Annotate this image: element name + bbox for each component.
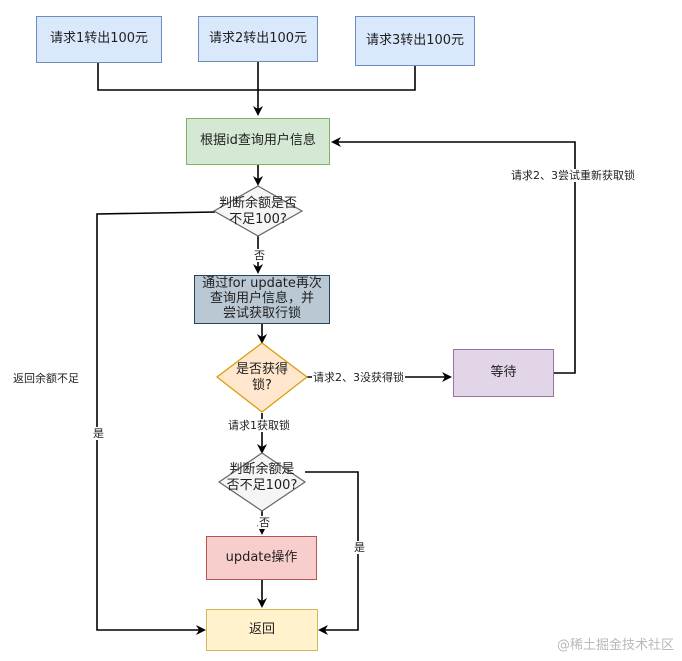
edge-label-insufficient: 返回余额不足 bbox=[12, 372, 80, 386]
check-balance-2-label: 判断余额是 否不足100? bbox=[226, 461, 298, 493]
got-lock-diamond bbox=[216, 342, 308, 413]
edge-label-yes-2: 是 bbox=[353, 541, 366, 555]
wait-label: 等待 bbox=[490, 364, 517, 380]
request-1-label: 请求1转出100元 bbox=[49, 31, 149, 47]
check-balance-2-diamond bbox=[217, 452, 307, 512]
edge-label-req1-lock: 请求1获取锁 bbox=[227, 419, 291, 433]
got-lock-label: 是否获得 锁? bbox=[235, 361, 288, 393]
for-update-box: 通过for update再次 查询用户信息，并 尝试获取行锁 bbox=[194, 275, 330, 324]
return-box: 返回 bbox=[206, 609, 318, 651]
update-op-label: update操作 bbox=[225, 549, 298, 565]
edge-label-no-2: 否 bbox=[258, 516, 271, 530]
edge-label-req23-no-lock: 请求2、3没获得锁 bbox=[312, 371, 405, 385]
wait-box: 等待 bbox=[453, 349, 554, 397]
update-op-box: update操作 bbox=[206, 536, 317, 580]
request-2-label: 请求2转出100元 bbox=[208, 30, 308, 46]
query-user-box: 根据id查询用户信息 bbox=[186, 118, 330, 165]
watermark: @稀土掘金技术社区 bbox=[556, 638, 674, 653]
request-2-box: 请求2转出100元 bbox=[198, 16, 318, 62]
request-3-box: 请求3转出100元 bbox=[355, 16, 475, 66]
return-label: 返回 bbox=[248, 621, 275, 637]
check-balance-1-diamond bbox=[212, 185, 304, 237]
edge-label-no-1: 否 bbox=[253, 249, 266, 263]
check-balance-1-label: 判断余额是否 不足100? bbox=[218, 195, 297, 227]
request-3-label: 请求3转出100元 bbox=[365, 32, 465, 48]
edge-label-retry: 请求2、3尝试重新获取锁 bbox=[510, 169, 636, 183]
query-user-label: 根据id查询用户信息 bbox=[200, 133, 316, 149]
request-1-box: 请求1转出100元 bbox=[36, 16, 162, 63]
for-update-label: 通过for update再次 查询用户信息，并 尝试获取行锁 bbox=[202, 276, 322, 321]
edge-label-yes-1: 是 bbox=[92, 427, 105, 441]
